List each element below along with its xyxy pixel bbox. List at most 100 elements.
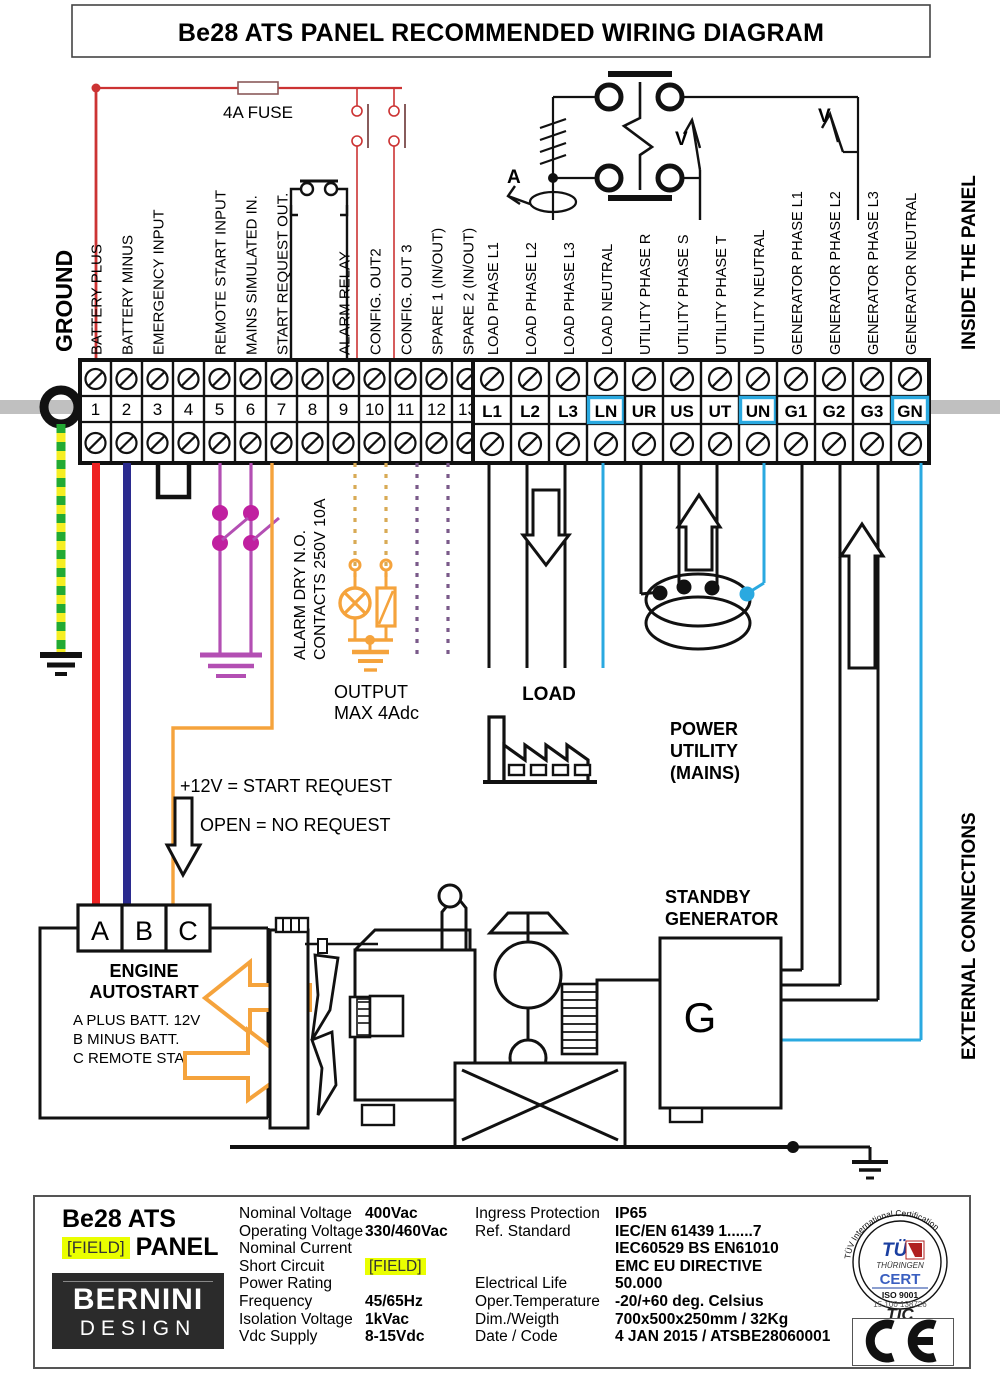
power-terminal-L2[interactable]: L2 bbox=[509, 360, 549, 463]
terminal-screw-icon bbox=[146, 431, 169, 455]
engine-autostart-block[interactable]: A B C ENGINE AUTOSTART A PLUS BATT. 12V … bbox=[38, 903, 270, 1120]
control-terminal-label: ALARM RELAY bbox=[337, 251, 354, 355]
terminal-screw-icon bbox=[631, 431, 657, 457]
power-terminal-G1[interactable]: G1 bbox=[775, 360, 815, 463]
terminal-screw-icon bbox=[821, 366, 847, 392]
terminal-screw-icon bbox=[301, 367, 324, 391]
control-terminal-label: BATTERY MINUS bbox=[120, 235, 137, 355]
control-terminal-block[interactable]: 1 BATTERY PLUS 2 BATTERY MINUS 3 EMERGENCY IN… bbox=[78, 190, 485, 465]
control-terminal-10[interactable]: 10 bbox=[357, 360, 390, 463]
power-terminal-label: LOAD PHASE L2 bbox=[524, 242, 540, 355]
control-terminal-number: 11 bbox=[397, 400, 415, 419]
terminal-screw-icon bbox=[593, 431, 619, 457]
voltmeter-outer-label: V bbox=[818, 106, 831, 127]
terminal-screw-icon bbox=[745, 366, 771, 392]
control-terminal-9[interactable]: 9 bbox=[326, 360, 359, 463]
power-terminal-label: UTILITY NEUTRAL bbox=[752, 230, 768, 355]
control-terminal-2[interactable]: 2 bbox=[109, 360, 142, 463]
power-terminal-block[interactable]: L1 LOAD PHASE L1 L2 LOAD PHASE L2 L3 LOAD PHA… bbox=[471, 191, 931, 465]
power-terminal-highlight bbox=[890, 395, 930, 425]
alarm-contacts-line1: ALARM DRY N.O. bbox=[292, 530, 309, 660]
engine-terminal-a: A bbox=[91, 916, 109, 946]
utility-section: POWER UTILITY (MAINS) bbox=[639, 463, 766, 783]
power-terminal-label: LOAD NEUTRAL bbox=[600, 244, 616, 355]
power-terminal-UR[interactable]: UR bbox=[623, 360, 663, 463]
terminal-screw-icon bbox=[115, 431, 138, 455]
side-label-inside-panel: INSIDE THE PANEL bbox=[959, 175, 980, 350]
power-terminal-label: GENERATOR NEUTRAL bbox=[904, 193, 920, 355]
power-terminal-label: LOAD PHASE L1 bbox=[486, 242, 502, 355]
control-terminal-number: 5 bbox=[215, 400, 224, 419]
power-terminal-L1[interactable]: L1 bbox=[473, 366, 511, 457]
terminal-screw-icon bbox=[146, 367, 169, 391]
control-terminal-12[interactable]: 12 bbox=[419, 360, 452, 463]
terminal-screw-icon bbox=[332, 431, 355, 455]
load-section: LOAD bbox=[483, 463, 605, 784]
terminal-screw-icon bbox=[239, 431, 262, 455]
power-terminal-GN[interactable]: GN bbox=[889, 360, 930, 463]
power-terminal-G2[interactable]: G2 bbox=[813, 360, 853, 463]
power-terminal-G3[interactable]: G3 bbox=[851, 360, 891, 463]
engine-title-line1: ENGINE bbox=[109, 961, 178, 981]
output-line2: MAX 4Adc bbox=[334, 703, 419, 723]
power-terminal-code: LN bbox=[595, 402, 618, 421]
alarm-contacts-note: ALARM DRY N.O. CONTACTS 250V 10A bbox=[292, 498, 329, 660]
power-terminal-label: UTILITY PHASE S bbox=[676, 234, 692, 355]
meter-breaker-symbol: A V V bbox=[506, 71, 860, 220]
power-terminal-code: GN bbox=[897, 402, 923, 421]
control-terminal-7[interactable]: 7 bbox=[264, 360, 297, 463]
output-lamp-symbol: OUTPUT MAX 4Adc bbox=[334, 558, 419, 723]
terminal-screw-icon bbox=[332, 367, 355, 391]
engine-terminal-b: B bbox=[135, 916, 153, 946]
power-utility-line2: UTILITY bbox=[670, 741, 738, 761]
fuse-label: 4A FUSE bbox=[223, 103, 293, 122]
terminal-screw-icon bbox=[363, 431, 386, 455]
engine-legend-1: B MINUS BATT. bbox=[73, 1031, 179, 1048]
control-terminal-number: 2 bbox=[122, 400, 131, 419]
power-terminal-code: UR bbox=[632, 402, 657, 421]
ground-marker: GROUND bbox=[39, 250, 83, 676]
control-terminal-label: REMOTE START INPUT bbox=[213, 190, 230, 355]
control-terminal-label: BATTERY PLUS bbox=[89, 244, 106, 355]
control-terminal-number: 3 bbox=[153, 400, 162, 419]
control-terminal-label: START REQUEST OUT. bbox=[275, 193, 292, 355]
power-terminal-label: LOAD PHASE L3 bbox=[562, 242, 578, 355]
power-terminal-LN[interactable]: LN bbox=[585, 360, 626, 463]
control-terminal-4[interactable]: 4 bbox=[171, 360, 204, 463]
terminal-screw-icon bbox=[669, 366, 695, 392]
start-request-notes: +12V = START REQUEST OPEN = NO REQUEST bbox=[164, 776, 392, 879]
control-terminal-number: 7 bbox=[277, 400, 286, 419]
control-terminal-5[interactable]: 5 bbox=[202, 360, 235, 463]
control-terminal-label: CONFIG. OUT2 bbox=[368, 248, 385, 355]
control-terminal-11[interactable]: 11 bbox=[388, 360, 421, 463]
power-terminal-code: UT bbox=[709, 402, 732, 421]
power-terminal-US[interactable]: US bbox=[661, 360, 701, 463]
power-terminal-code: US bbox=[670, 402, 694, 421]
control-terminal-label: EMERGENCY INPUT bbox=[151, 209, 168, 355]
control-terminal-6[interactable]: 6 bbox=[233, 360, 266, 463]
terminal-screw-icon bbox=[517, 431, 543, 457]
control-terminal-number: 10 bbox=[365, 400, 384, 419]
terminal-screw-icon bbox=[270, 367, 293, 391]
power-terminal-UN[interactable]: UN bbox=[737, 360, 778, 463]
terminal-screw-icon bbox=[177, 367, 200, 391]
power-terminal-code: G1 bbox=[785, 402, 808, 421]
control-terminal-8[interactable]: 8 bbox=[295, 360, 328, 463]
terminal-screw-icon bbox=[301, 431, 324, 455]
control-terminal-3[interactable]: 3 bbox=[140, 360, 173, 463]
power-terminal-code: L1 bbox=[482, 402, 502, 421]
control-terminal-label: CONFIG. OUT 3 bbox=[399, 244, 416, 355]
terminal-screw-icon bbox=[631, 366, 657, 392]
power-terminal-label: UTILITY PHASE T bbox=[714, 235, 730, 355]
control-terminal-1[interactable]: 1 bbox=[80, 367, 111, 455]
control-terminal-label: SPARE 1 (IN/OUT) bbox=[430, 228, 447, 355]
power-terminal-L3[interactable]: L3 bbox=[547, 360, 587, 463]
terminal-screw-icon bbox=[394, 431, 417, 455]
terminal-screw-icon bbox=[859, 431, 885, 457]
power-terminal-UT[interactable]: UT bbox=[699, 360, 739, 463]
engine-terminal-c: C bbox=[178, 916, 198, 946]
power-terminal-label: GENERATOR PHASE L3 bbox=[866, 191, 882, 355]
terminal-screw-icon bbox=[394, 367, 417, 391]
load-label: LOAD bbox=[522, 684, 576, 705]
